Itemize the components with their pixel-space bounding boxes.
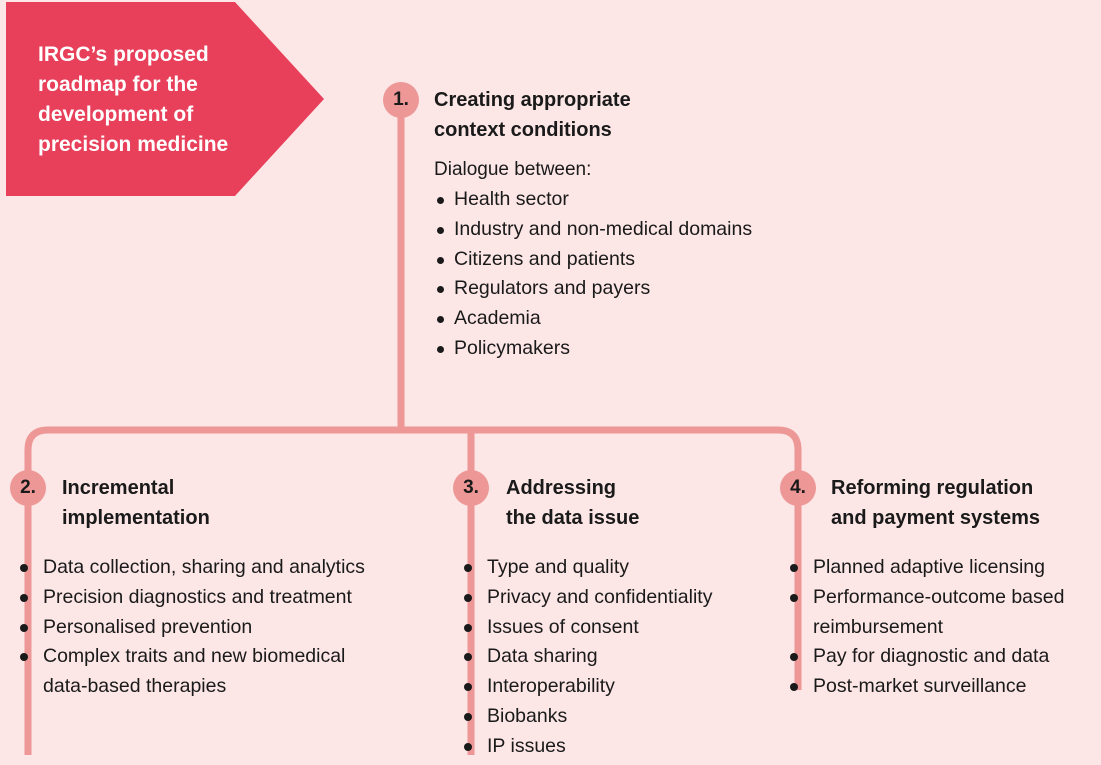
step-3-list: Type and quality Privacy and confidentia…	[463, 553, 712, 762]
list-item: Issues of consent	[463, 613, 712, 643]
step-2-title: Incremental implementation	[62, 477, 210, 529]
list-item: Pay for diagnostic and data	[789, 642, 1064, 672]
step-1-intro: Dialogue between:	[434, 159, 592, 180]
list-item: Post-market surveillance	[789, 672, 1064, 702]
banner-title: IRGC’s proposed roadmap for the developm…	[38, 43, 229, 156]
step-4-title: Reforming regulation and payment systems	[831, 477, 1040, 529]
step-2-badge: 2.	[10, 470, 46, 506]
list-item: Type and quality	[463, 553, 712, 583]
step-2-list: Data collection, sharing and analytics P…	[20, 553, 365, 702]
list-item: Academia	[434, 304, 752, 334]
list-item: Data collection, sharing and analytics	[20, 553, 365, 583]
list-item: Citizens and patients	[434, 245, 752, 275]
list-item: Precision diagnostics and treatment	[20, 583, 365, 613]
list-item: Regulators and payers	[434, 274, 752, 304]
step-1-title: Creating appropriate context conditions	[434, 89, 631, 141]
list-item: Complex traits and new biomedical	[20, 642, 365, 672]
step-1-badge: 1.	[383, 82, 419, 118]
list-item: Data sharing	[463, 642, 712, 672]
list-item: Biobanks	[463, 702, 712, 732]
step-4-badge: 4.	[780, 470, 816, 506]
list-item: Privacy and confidentiality	[463, 583, 712, 613]
step-3-badge: 3.	[453, 470, 489, 506]
step-4-list: Planned adaptive licensing Performance-o…	[789, 553, 1064, 702]
branch-line	[24, 426, 802, 755]
list-item: Policymakers	[434, 334, 752, 364]
step-3-title: Addressing the data issue	[506, 477, 640, 529]
list-item: IP issues	[463, 732, 712, 762]
list-item: Health sector	[434, 185, 752, 215]
list-item: Interoperability	[463, 672, 712, 702]
list-item: Performance-outcome based	[789, 583, 1064, 613]
step-1-list: Health sector Industry and non-medical d…	[434, 185, 752, 364]
list-item: Personalised prevention	[20, 613, 365, 643]
list-item-continuation: data-based therapies	[43, 675, 227, 698]
list-item-continuation: reimbursement	[813, 615, 944, 638]
list-item: Industry and non-medical domains	[434, 215, 752, 245]
list-item: Planned adaptive licensing	[789, 553, 1064, 583]
